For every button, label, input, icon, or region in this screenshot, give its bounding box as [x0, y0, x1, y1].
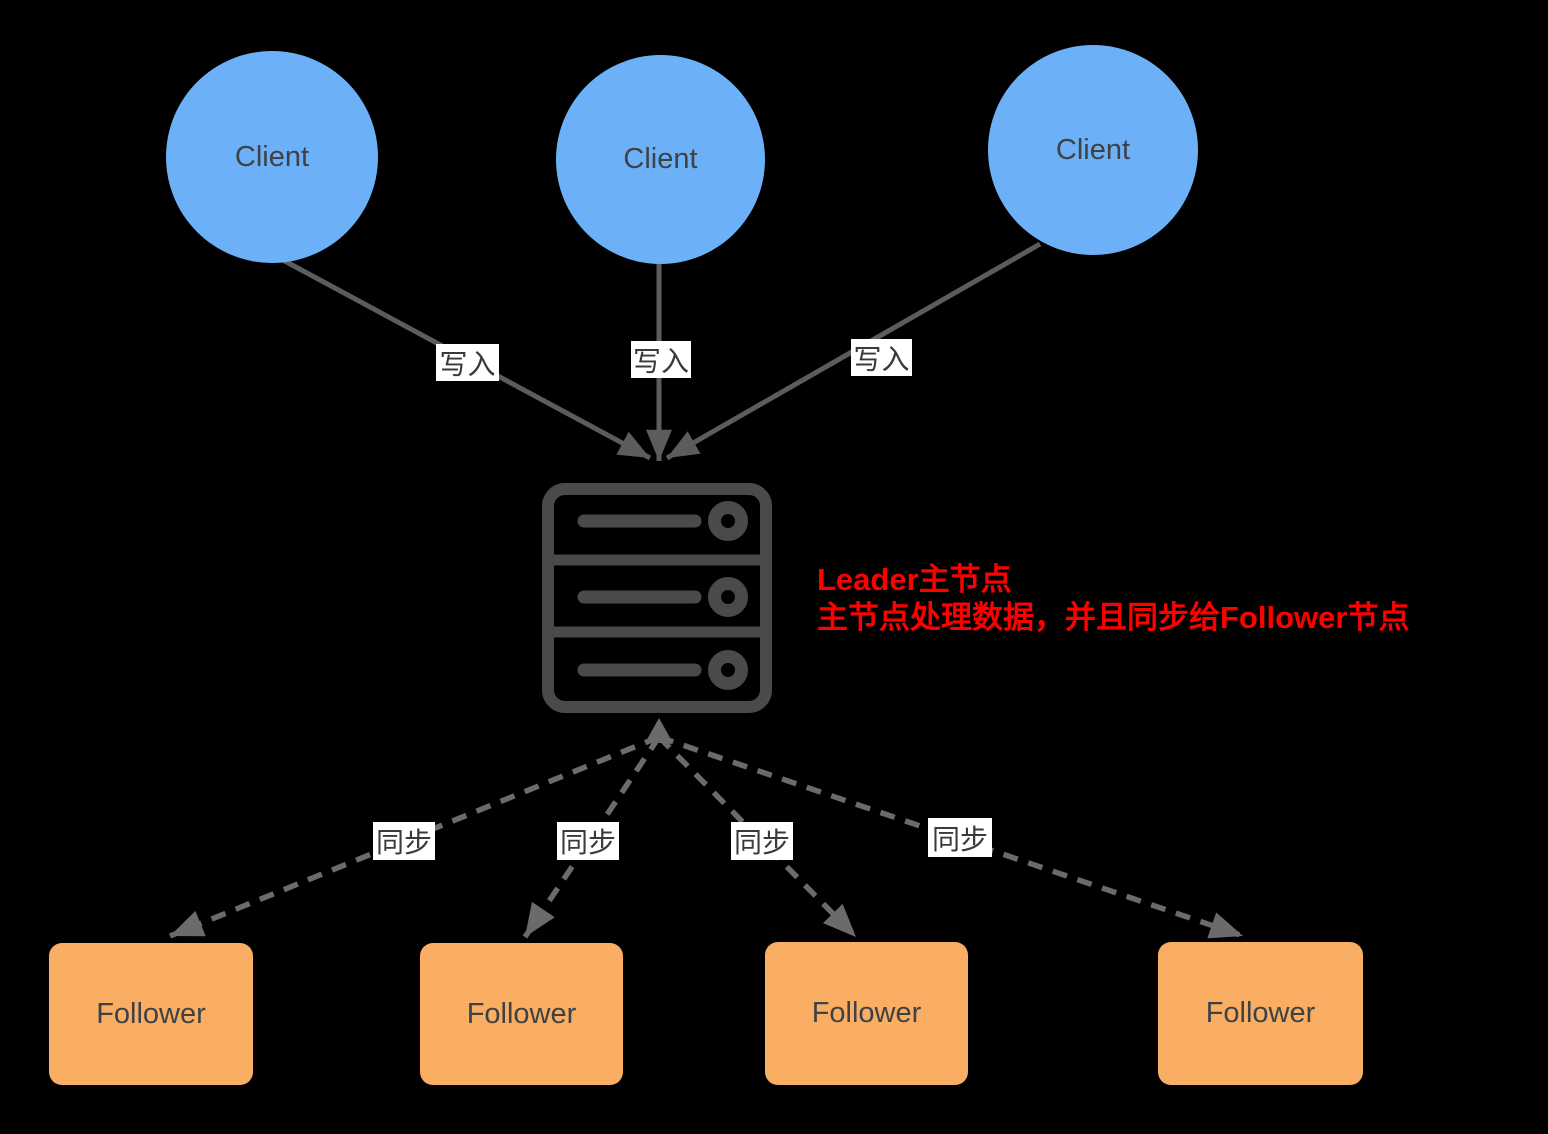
leader-annotation-line1: Leader主节点 — [817, 562, 1012, 597]
client-label: Client — [623, 143, 698, 175]
sync-edge-label-2: 同步 — [557, 822, 619, 860]
follower-node-1: Follower — [49, 943, 253, 1085]
client-label: Client — [1055, 133, 1131, 166]
write-edge-label-1: 写入 — [436, 344, 499, 381]
write-edge-label-3: 写入 — [851, 339, 912, 376]
client-node-1: Client — [166, 51, 378, 263]
client-node-2: Client — [556, 55, 765, 264]
follower-node-2: Follower — [420, 943, 623, 1085]
write-edge-label-2: 写入 — [631, 341, 691, 378]
follower-label: Follower — [466, 997, 577, 1030]
leader-annotation-line2: 主节点处理数据，并且同步给Follower节点 — [817, 600, 1410, 635]
follower-label: Follower — [811, 997, 922, 1029]
sync-edge-label-4: 同步 — [928, 818, 992, 857]
sync-edge-label-3: 同步 — [731, 822, 793, 860]
leader-annotation: Leader主节点 主节点处理数据，并且同步给Follower节点 — [817, 561, 1409, 637]
follower-node-4: Follower — [1158, 942, 1363, 1085]
sync-edge-label-1: 同步 — [373, 822, 435, 860]
client-label: Client — [234, 140, 310, 173]
follower-node-3: Follower — [765, 942, 968, 1085]
follower-label: Follower — [96, 997, 206, 1030]
client-node-3: Client — [988, 45, 1198, 255]
sync-arrow-2 — [522, 735, 662, 939]
server-icon — [542, 483, 772, 713]
follower-label: Follower — [1205, 997, 1316, 1029]
